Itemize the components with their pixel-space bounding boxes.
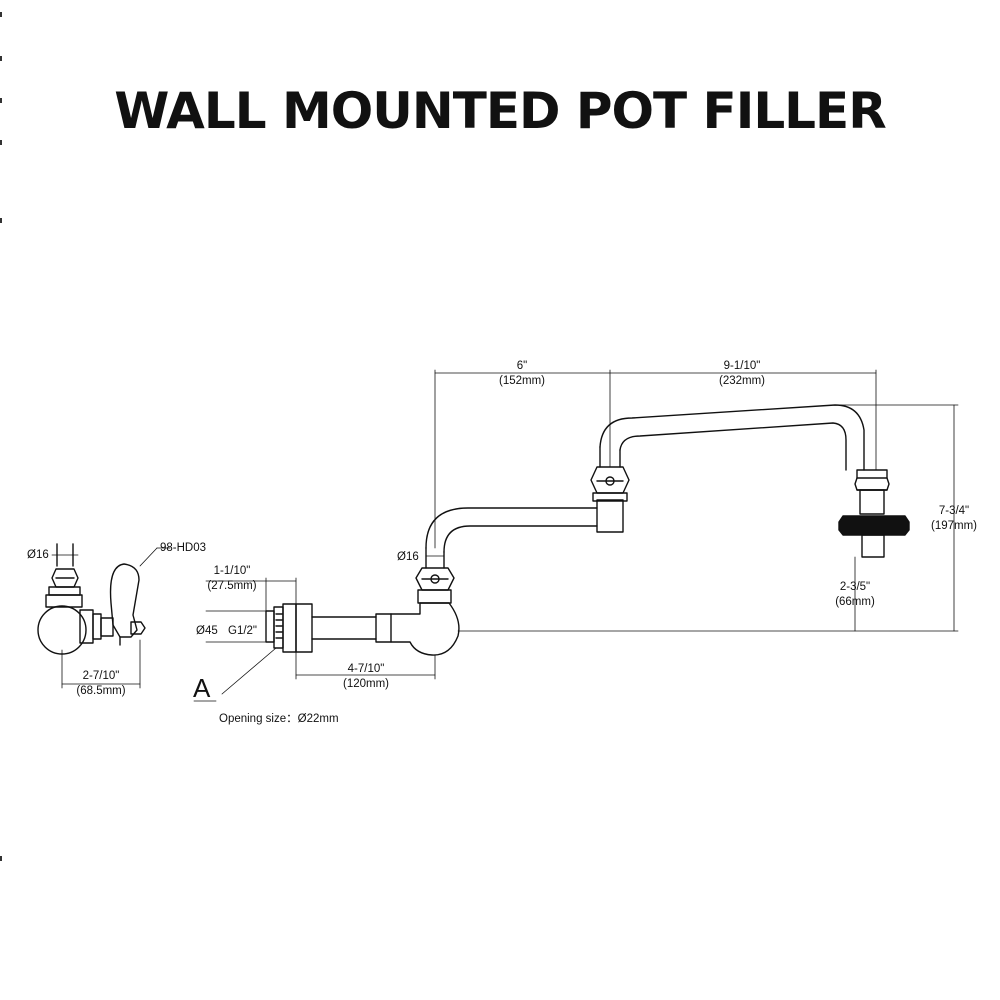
side-view-valve [37, 543, 146, 655]
arm2-inch-label: 9-1/10" [724, 360, 761, 372]
diameter-label: Ø16 [27, 549, 49, 561]
base-mm-label: (120mm) [343, 678, 389, 690]
height-inch-label: 7-3/4" [939, 505, 969, 517]
spout-outlet [861, 534, 885, 558]
edge-mark [0, 218, 2, 223]
spout-inch-label: 2-3/5" [840, 581, 870, 593]
edge-mark [0, 98, 2, 103]
pipe-diameter-label: Ø16 [397, 551, 419, 563]
thread-label: G1/2" [228, 625, 257, 637]
flange-diameter-label: Ø45 [196, 625, 218, 637]
pot-filler-front-view [311, 404, 890, 656]
width-inch-label: 2-7/10" [83, 670, 120, 682]
arm1-mm-label: (152mm) [499, 375, 545, 387]
edge-mark [0, 140, 2, 145]
edge-mark [0, 12, 2, 17]
width-mm-label: (68.5mm) [76, 685, 125, 697]
flange-mm-label: (27.5mm) [207, 580, 256, 592]
arm2-mm-label: (232mm) [719, 375, 765, 387]
page-title: WALL MOUNTED POT FILLER [114, 82, 886, 140]
section-marker: A [193, 673, 211, 703]
height-mm-label: (197mm) [931, 520, 977, 532]
base-inch-label: 4-7/10" [348, 663, 385, 675]
edge-mark [0, 56, 2, 61]
wall-flange [265, 603, 313, 653]
edge-mark [0, 856, 2, 861]
part-code-label: 98-HD03 [160, 542, 206, 554]
opening-size-label: Opening size：Ø22mm [219, 713, 339, 725]
dimension-lines [51, 369, 959, 702]
flange-inch-label: 1-1/10" [214, 565, 251, 577]
arm1-inch-label: 6" [517, 360, 527, 372]
spout-mm-label: (66mm) [835, 596, 875, 608]
aerator [838, 515, 910, 536]
